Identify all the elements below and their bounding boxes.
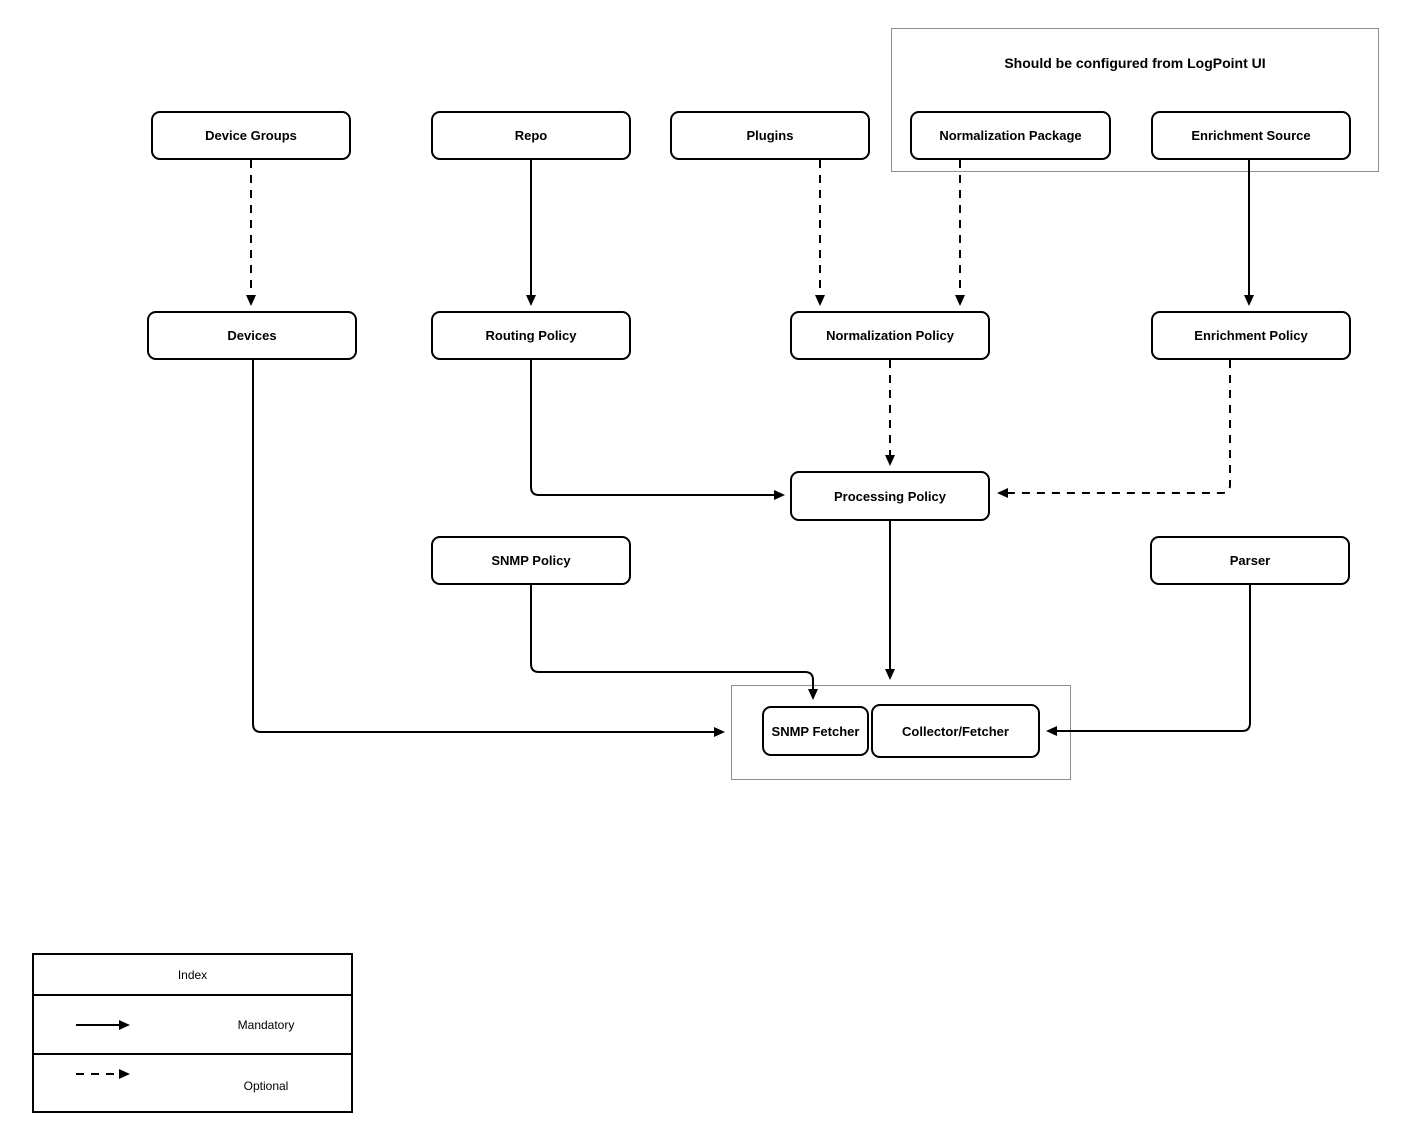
legend-row-mandatory: Mandatory <box>34 994 351 1052</box>
group-logpoint-ui-title: Should be configured from LogPoint UI <box>1004 55 1266 71</box>
optional-arrow-icon <box>76 1068 130 1079</box>
node-normalization-policy: Normalization Policy <box>790 311 990 360</box>
node-repo: Repo <box>431 111 631 160</box>
edge-routing-policy-to-processing-policy <box>530 360 785 500</box>
node-normalization-package: Normalization Package <box>910 111 1111 160</box>
node-device-groups: Device Groups <box>151 111 351 160</box>
legend-label-mandatory: Mandatory <box>237 1017 295 1032</box>
node-repo-label: Repo <box>514 128 548 143</box>
node-processing-policy-label: Processing Policy <box>834 488 946 504</box>
node-normalization-policy-label: Normalization Policy <box>826 328 954 343</box>
legend-title-row: Index <box>34 955 351 994</box>
node-snmp-fetcher-label: SNMP Fetcher <box>771 723 860 739</box>
node-devices: Devices <box>147 311 357 360</box>
node-plugins: Plugins <box>670 111 870 160</box>
node-snmp-policy-label: SNMP Policy <box>491 553 571 568</box>
node-enrichment-source: Enrichment Source <box>1151 111 1351 160</box>
edge-snmp-policy-to-snmp-fetcher <box>530 585 818 700</box>
node-devices-label: Devices <box>227 328 277 343</box>
node-collector-fetcher: Collector/Fetcher <box>871 704 1040 758</box>
node-snmp-policy: SNMP Policy <box>431 536 631 585</box>
node-snmp-fetcher: SNMP Fetcher <box>762 706 869 756</box>
legend: Index Mandatory Optional <box>32 953 353 1113</box>
edge-enrichment-policy-to-processing-policy <box>997 360 1231 498</box>
node-parser-label: Parser <box>1229 553 1271 568</box>
node-routing-policy-label: Routing Policy <box>485 328 577 343</box>
mandatory-arrow-icon <box>76 1019 130 1030</box>
edge-devices-to-fetcher-group <box>252 360 725 737</box>
node-plugins-label: Plugins <box>746 128 794 143</box>
node-routing-policy: Routing Policy <box>431 311 631 360</box>
legend-title: Index <box>177 967 208 982</box>
node-enrichment-source-label: Enrichment Source <box>1191 128 1311 143</box>
node-enrichment-policy-label: Enrichment Policy <box>1194 328 1308 343</box>
node-collector-fetcher-label: Collector/Fetcher <box>902 723 1009 739</box>
edge-parser-to-collector-fetcher <box>1046 585 1251 736</box>
node-device-groups-label: Device Groups <box>205 128 297 143</box>
node-normalization-package-label: Normalization Package <box>939 128 1082 143</box>
node-processing-policy: Processing Policy <box>790 471 990 521</box>
legend-row-optional: Optional <box>34 1052 351 1111</box>
node-enrichment-policy: Enrichment Policy <box>1151 311 1351 360</box>
legend-label-optional: Optional <box>243 1079 289 1094</box>
node-parser: Parser <box>1150 536 1350 585</box>
